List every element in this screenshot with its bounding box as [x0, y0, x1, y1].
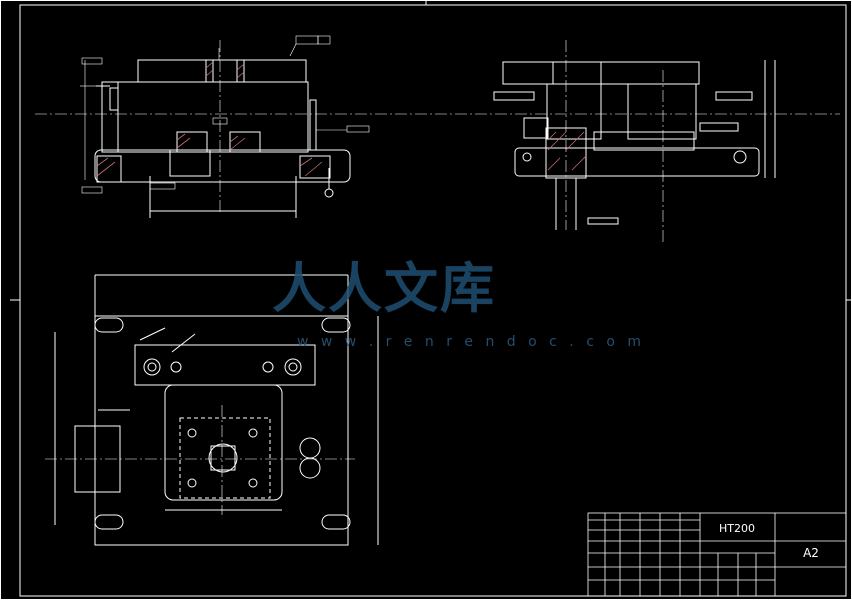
front-view [94, 59, 351, 218]
center-lines [35, 40, 840, 515]
front-dims [80, 35, 370, 194]
side-view [493, 60, 776, 230]
sheet-size-label: A2 [803, 546, 819, 560]
material-label: HT200 [719, 522, 755, 535]
front-hatch [96, 61, 323, 177]
side-hatch [547, 131, 587, 171]
plan-view [54, 274, 379, 546]
title-block [587, 512, 847, 597]
